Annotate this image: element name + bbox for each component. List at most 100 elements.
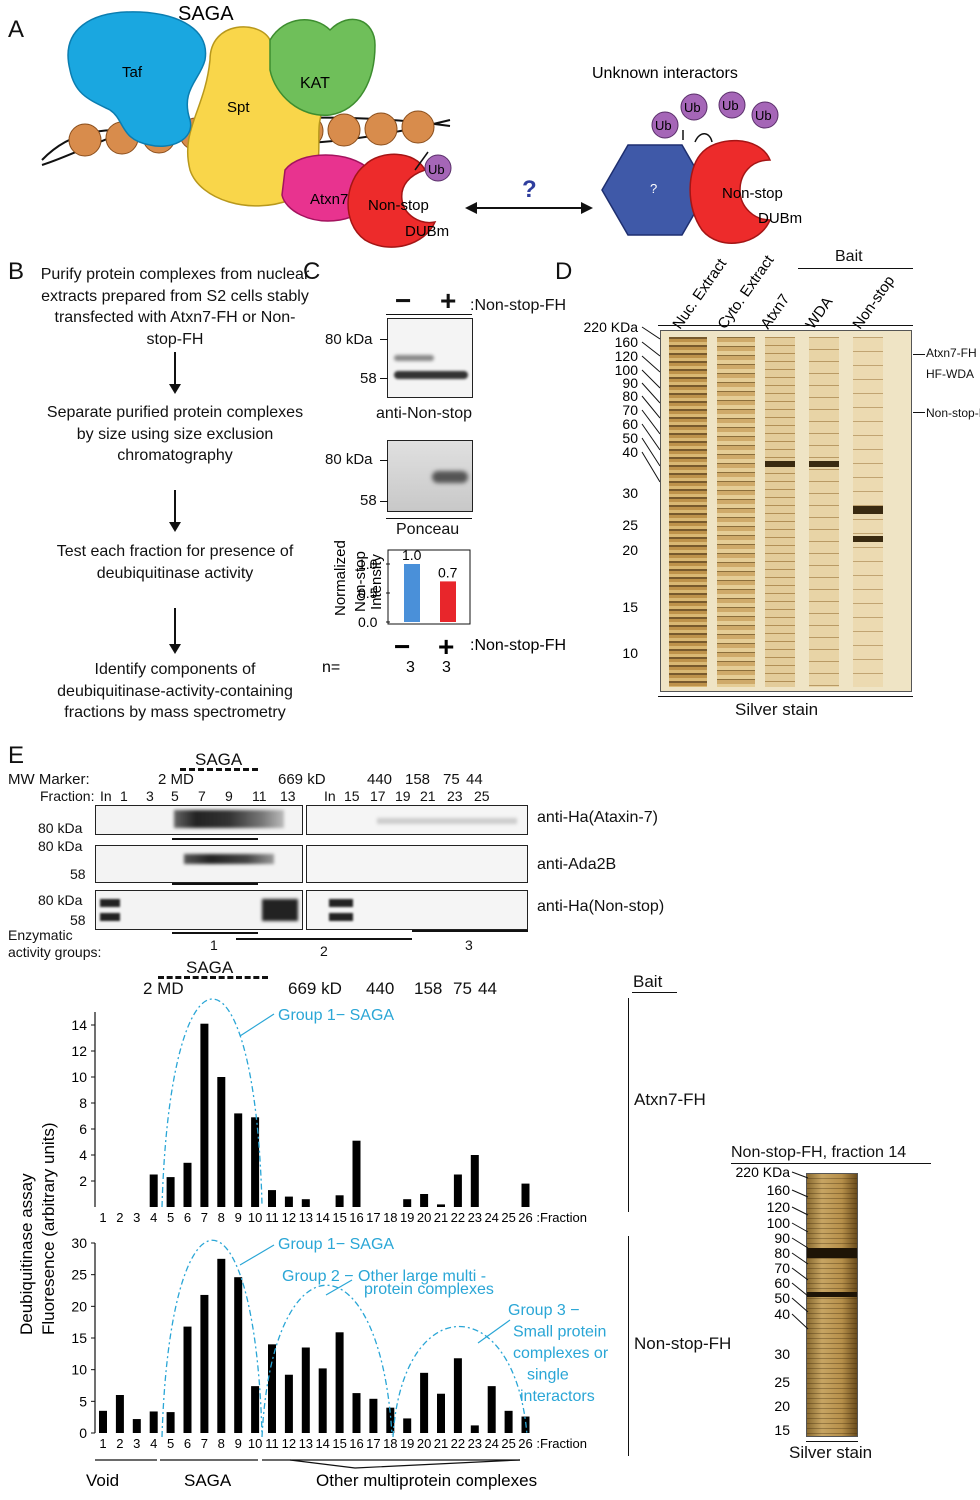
e-bottom-other: Other multiprotein complexes — [316, 1471, 537, 1490]
e-ytick-label: 8 — [79, 1095, 87, 1111]
gel14-marker-tick — [791, 1222, 809, 1233]
e-group3-label: interactors — [520, 1388, 595, 1405]
e-activity-groups: activity groups: — [8, 944, 102, 960]
gel14-marker-label: 70 — [774, 1260, 790, 1276]
e-ytick-label: 30 — [71, 1235, 87, 1251]
e-fraction-label: 15 — [344, 788, 360, 804]
e-chart-mw-440: 440 — [366, 979, 395, 998]
e-saga-label: SAGA — [195, 750, 243, 769]
e-xtick-label: 11 — [265, 1210, 279, 1225]
e-bar — [420, 1194, 429, 1207]
e-bar — [200, 1023, 209, 1207]
ub-label-1: Ub — [655, 118, 672, 133]
e-bar — [183, 1326, 192, 1433]
e-label-nonstopfh: Non-stop-FH — [634, 1334, 732, 1353]
e-blot-ataxin7-right — [306, 805, 528, 835]
e-xtick-label: 24 — [484, 1210, 498, 1225]
c-bar — [440, 581, 456, 622]
nonstop-label-2: Non-stop — [722, 185, 783, 202]
e-ytick-label: 25 — [71, 1267, 87, 1283]
e-blot-ada2b-right — [306, 845, 528, 883]
gel14-marker-tick — [791, 1206, 809, 1216]
e-kda-3: 58 — [70, 866, 86, 882]
e-blot-ada2b-left — [95, 845, 303, 883]
flow-arrow-1 — [169, 352, 181, 394]
e-fraction-label: 3 — [146, 788, 154, 804]
e-bar — [268, 1344, 276, 1433]
gel14-marker-label: 50 — [774, 1290, 790, 1306]
e-blot-nonstop-right — [306, 890, 528, 930]
e-blot-ataxin7-left — [95, 805, 303, 835]
e-xtick-label: 20 — [417, 1210, 431, 1225]
e-ytick-label: 15 — [71, 1330, 87, 1346]
e-xtick-label: 26 — [518, 1210, 532, 1225]
gel14-marker-label: 15 — [774, 1422, 790, 1438]
c-chart-frame — [387, 549, 471, 625]
e-mw-2md: 2 MD — [158, 771, 194, 788]
d-marker-label: 60 — [622, 416, 638, 432]
e-group3-label: Small protein — [513, 1324, 606, 1341]
atxn7-label: Atxn7 — [310, 191, 348, 208]
e-group3-label: Group 3 − — [508, 1302, 580, 1319]
d-marker-label: 40 — [622, 444, 638, 460]
e-fraction-label: 7 — [198, 788, 206, 804]
e-xtick-label: 7 — [201, 1436, 208, 1451]
d-marker-tick — [641, 369, 660, 389]
double-arrow: ? — [465, 176, 593, 214]
gel14-marker-tick — [791, 1297, 809, 1313]
ub-label-3: Ub — [722, 98, 739, 113]
c-ytick: 0.0 — [358, 614, 378, 630]
e-xtick-label: 9 — [235, 1210, 242, 1225]
e-bar — [335, 1332, 344, 1433]
hex-question: ? — [650, 181, 657, 196]
e-bar — [386, 1407, 395, 1433]
e-xtick-label: 23 — [468, 1436, 482, 1451]
kat-subunit — [269, 18, 376, 116]
e-xtick-label: 3 — [133, 1210, 140, 1225]
e-xtick-label: 10 — [248, 1436, 262, 1451]
c-ylabel-1: Normalized — [332, 540, 349, 616]
e-kda-1: 80 kDa — [38, 820, 83, 836]
e-bar — [504, 1410, 513, 1433]
e-xtick-label: 1 — [99, 1436, 106, 1451]
c-ponceau-blot — [387, 440, 473, 512]
e-xtick-label: 17 — [366, 1436, 380, 1451]
panel-letter-b: B — [8, 258, 25, 285]
d-marker-tick — [641, 341, 660, 357]
e-xtick-label: 9 — [235, 1436, 242, 1451]
d-marker-label: 25 — [622, 517, 638, 533]
e-fraction-label: 9 — [225, 788, 233, 804]
e-bar — [99, 1410, 107, 1433]
e-blot-label-ataxin7: anti-Ha(Ataxin-7) — [537, 809, 658, 826]
ub-label: Ub — [428, 162, 445, 177]
e-xtick-label: 13 — [299, 1210, 313, 1225]
e-xtick-label: 8 — [218, 1436, 225, 1451]
gel14-silver — [806, 1173, 858, 1437]
d-marker-tick — [641, 395, 660, 419]
e-bar — [301, 1347, 310, 1433]
e-mw-75: 75 — [443, 771, 460, 788]
panel-letter-e: E — [8, 742, 25, 769]
e-xtick-label: 12 — [282, 1210, 296, 1225]
d-silver-label: Silver stain — [735, 700, 819, 719]
e-fraction-suffix: :Fraction — [536, 1436, 587, 1451]
c-ytick: 1.0 — [358, 556, 378, 572]
e-label-atxn7fh: Atxn7-FH — [634, 1090, 706, 1109]
e-group3-label: single — [527, 1367, 569, 1384]
e-fraction-label: 13 — [280, 788, 296, 804]
gel14-marker-tick — [791, 1171, 809, 1179]
nonstop-subunit — [347, 153, 437, 248]
gel14-marker-tick — [791, 1267, 809, 1281]
gel14-title: Non-stop-FH, fraction 14 — [731, 1144, 907, 1161]
kat-label: KAT — [300, 75, 330, 92]
gel14-marker-label: 30 — [774, 1346, 790, 1362]
e-bar — [268, 1190, 276, 1207]
unknown-hexagon — [601, 144, 709, 236]
e-bar — [352, 1393, 361, 1433]
e-group1-label-bottom: Group 1− SAGA — [278, 1236, 394, 1253]
e-xtick-label: 20 — [417, 1436, 431, 1451]
e-bar — [234, 1277, 243, 1433]
e-ytick-label: 0 — [79, 1425, 87, 1441]
c-kda58-b: 58 — [360, 492, 377, 509]
